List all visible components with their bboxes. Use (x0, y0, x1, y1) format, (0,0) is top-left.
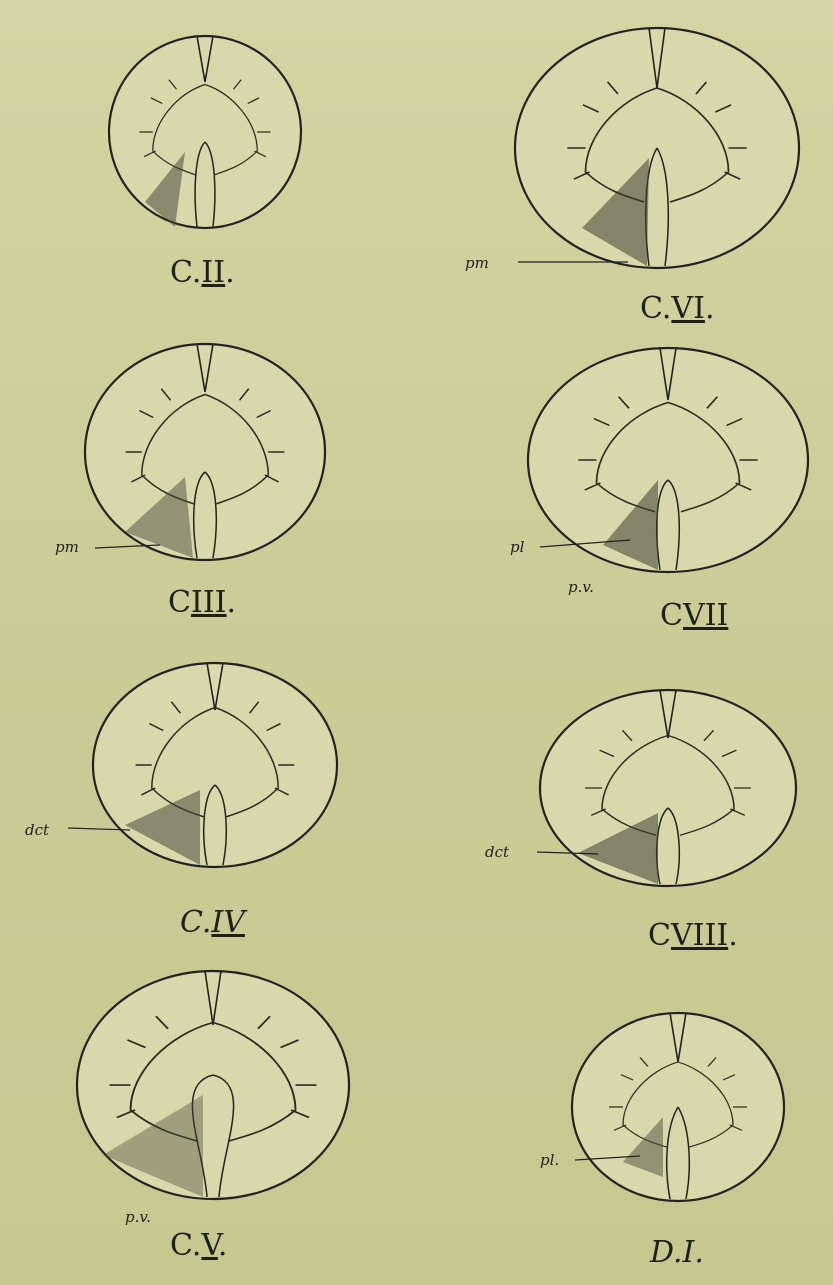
annotation-c3-pm: pm (55, 538, 79, 556)
section-c2 (109, 36, 301, 228)
label-c4: C.IV (180, 905, 248, 940)
label-c5: C.V. (170, 1228, 227, 1263)
section-c7 (528, 348, 808, 572)
label-c6: C.VI. (640, 291, 714, 326)
section-c8 (540, 690, 796, 886)
annotation-c7-pl: pl (510, 538, 525, 556)
label-c7: CVII (660, 598, 728, 633)
label-d1: D.I. (649, 1235, 704, 1270)
section-c3 (85, 344, 325, 560)
section-c6 (515, 28, 799, 268)
annotation-c4-dct: dct (25, 821, 50, 839)
label-c3: CIII. (168, 585, 236, 620)
label-c8: CVIII. (648, 918, 738, 953)
section-d1 (572, 1013, 784, 1201)
annotation-c6-pm: pm (465, 254, 489, 272)
section-c4 (93, 663, 337, 867)
annotation-c8-dct: dct (485, 843, 510, 861)
annotation-d1-pl: pl. (540, 1151, 559, 1169)
section-c5 (77, 971, 349, 1199)
annotation-c5-pv: p.v. (125, 1208, 151, 1226)
label-c2: C.II. (170, 255, 235, 290)
annotation-c7-pv: p.v. (568, 578, 594, 596)
